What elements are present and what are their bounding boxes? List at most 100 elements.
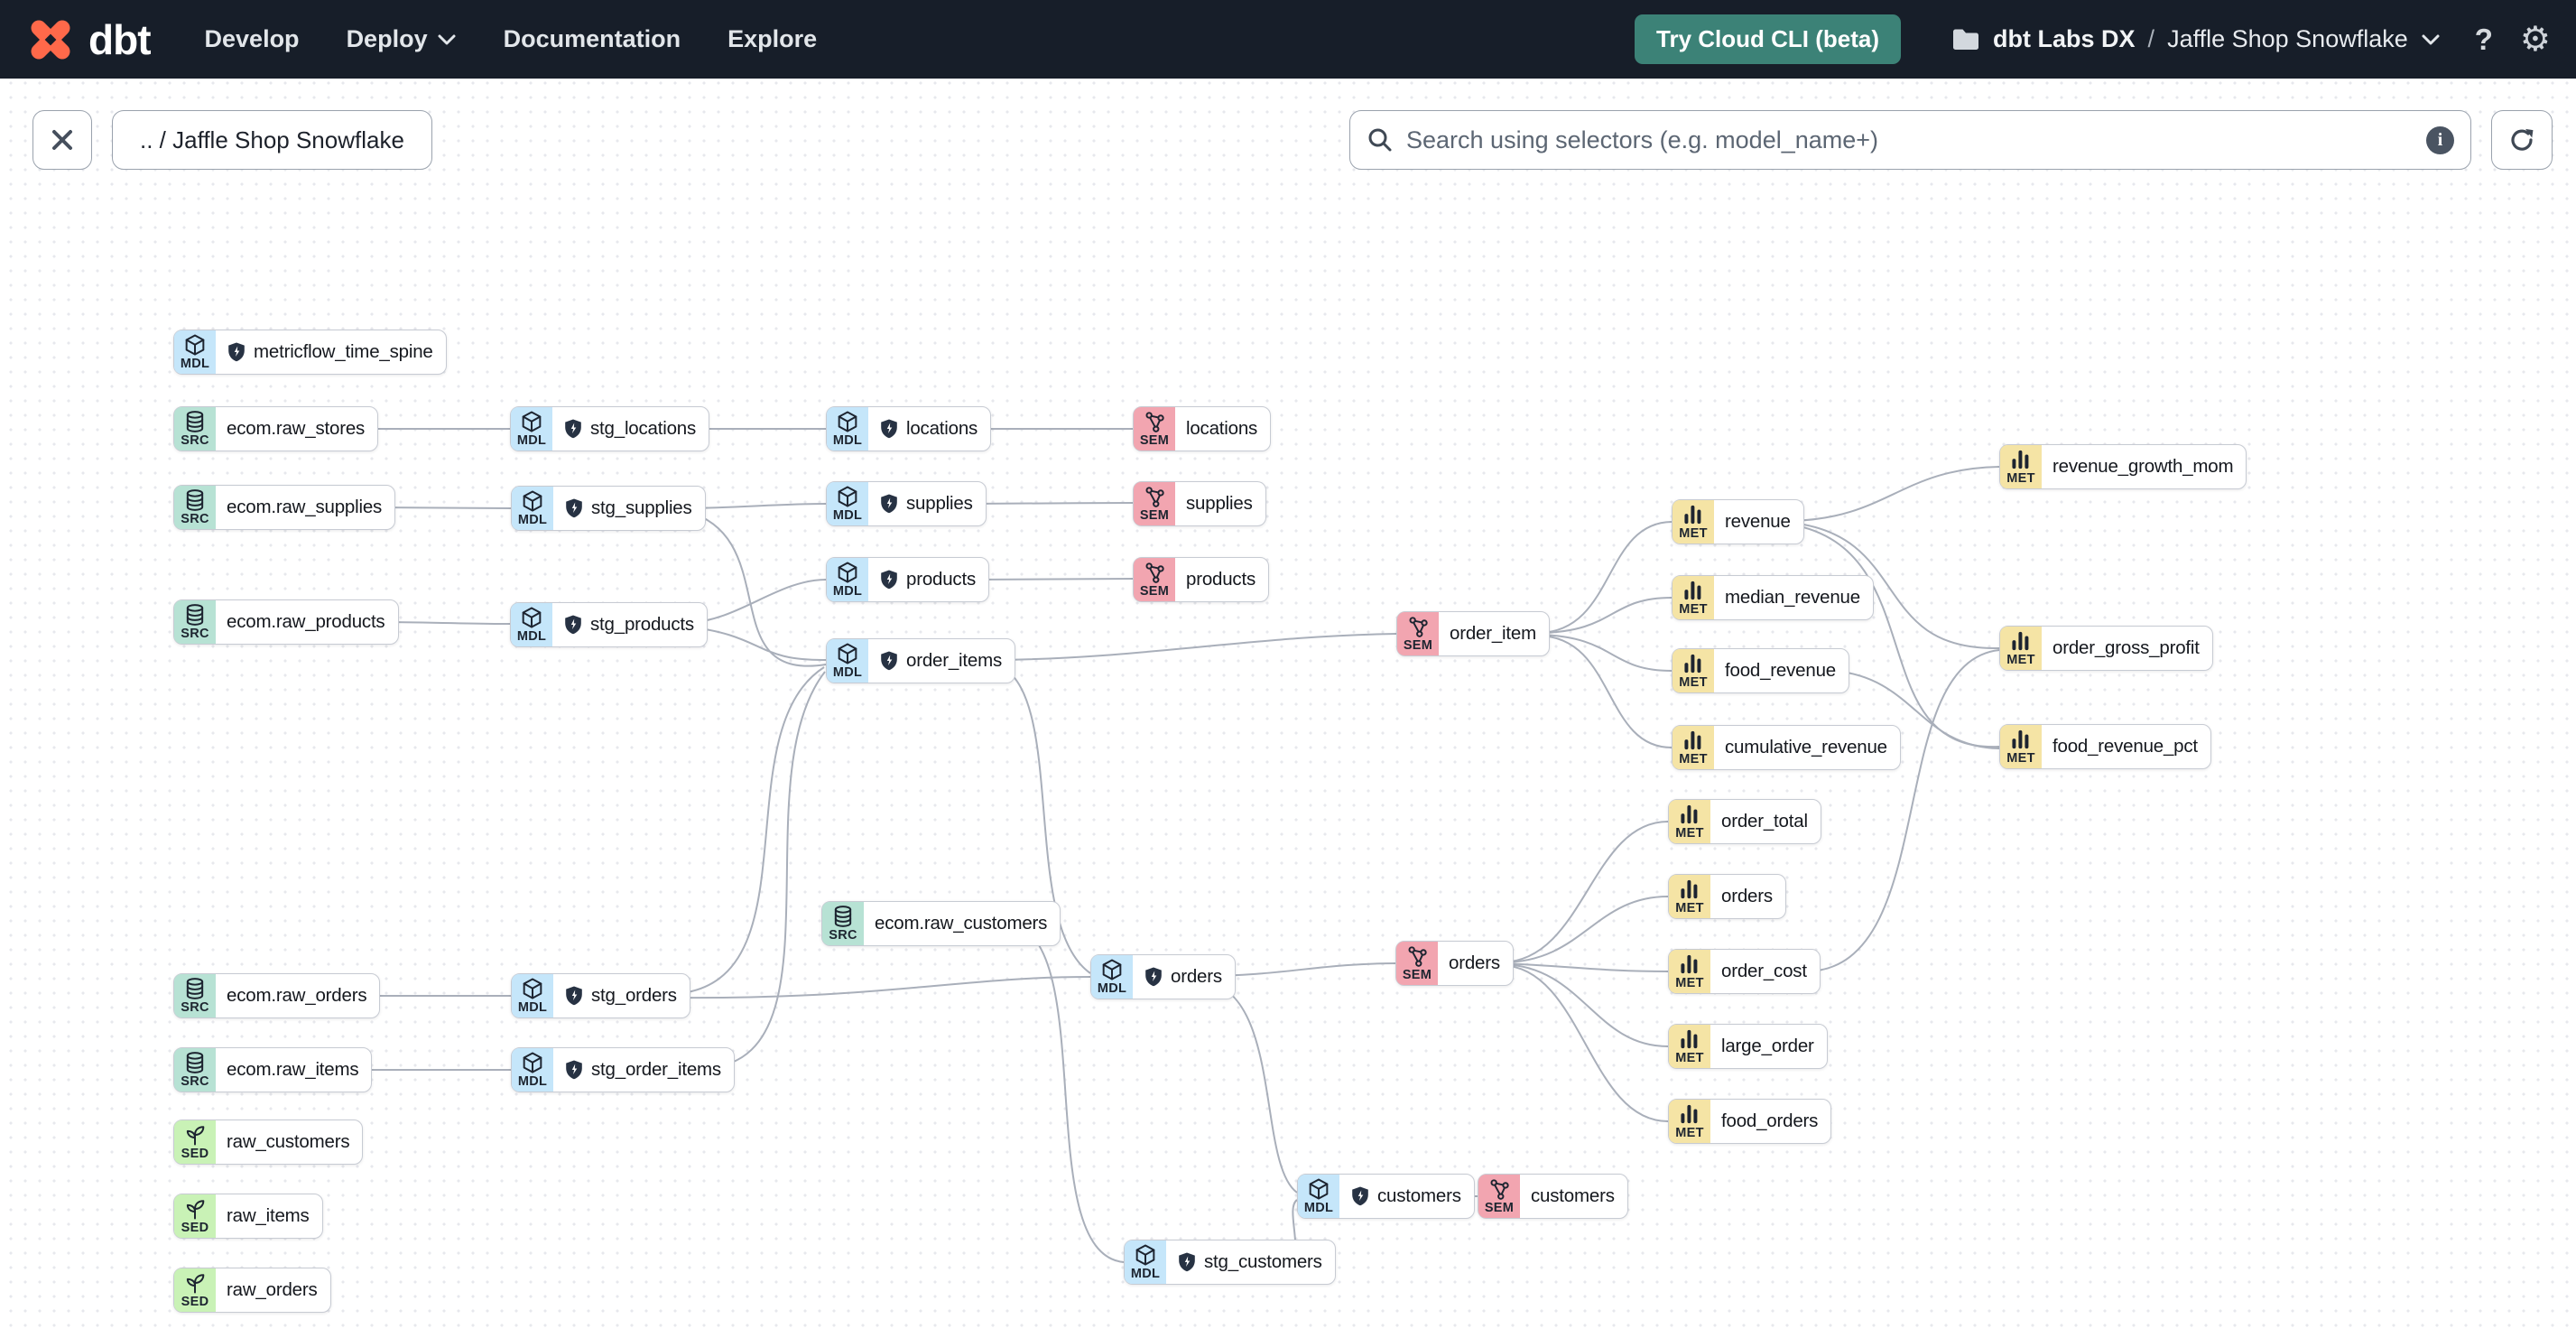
database-icon: [186, 1052, 204, 1073]
workspace-switcher[interactable]: dbt Labs DX / Jaffle Shop Snowflake: [1951, 25, 2441, 53]
refresh-button[interactable]: [2491, 110, 2553, 170]
node-body: ecom.raw_products: [216, 600, 398, 644]
folder-icon: [1953, 29, 1979, 50]
node-type-badge: MET: [1675, 1051, 1704, 1066]
nav-link-explore[interactable]: Explore: [727, 25, 818, 52]
database-icon: [186, 411, 204, 432]
node-type-badge: SRC: [181, 1000, 209, 1016]
node-type-block: SRC: [174, 974, 216, 1017]
workspace-separator: /: [2147, 25, 2155, 52]
graph-node-products_mdl[interactable]: MDL products: [826, 557, 990, 602]
node-body: order_cost: [1710, 950, 1820, 993]
breadcrumb[interactable]: .. / Jaffle Shop Snowflake: [112, 110, 432, 170]
graph-node-stg_customers[interactable]: MDL stg_customers: [1124, 1240, 1336, 1285]
help-icon[interactable]: ?: [2474, 22, 2493, 56]
gear-icon[interactable]: ⚙: [2519, 20, 2551, 59]
node-label: orders: [1449, 952, 1500, 973]
lineage-edge: [971, 578, 1134, 581]
node-body: supplies: [868, 482, 986, 525]
search-input[interactable]: [1404, 125, 2415, 155]
dbt-logo[interactable]: dbt: [25, 14, 152, 65]
node-type-badge: MET: [1675, 826, 1704, 841]
node-body: metricflow_time_spine: [216, 330, 446, 374]
model-cube-icon: [1102, 959, 1122, 980]
graph-node-large_order[interactable]: MET large_order: [1668, 1024, 1828, 1069]
info-icon[interactable]: i: [2426, 125, 2454, 154]
chevron-down-icon: [2422, 34, 2440, 44]
node-label: stg_customers: [1204, 1251, 1322, 1272]
graph-node-ecom_raw_orders[interactable]: SRC ecom.raw_orders: [173, 973, 381, 1018]
node-label: customers: [1377, 1185, 1461, 1206]
nav-link-deploy[interactable]: Deploy: [347, 25, 457, 53]
node-label: products: [906, 569, 977, 590]
graph-node-ecom_raw_products[interactable]: SRC ecom.raw_products: [173, 599, 399, 645]
close-button[interactable]: [32, 110, 92, 170]
model-cube-icon: [523, 1052, 542, 1073]
lineage-edge: [705, 671, 826, 1069]
node-type-badge: SRC: [181, 627, 209, 642]
semantic-model-icon: [1408, 946, 1427, 967]
node-type-block: MDL: [827, 558, 868, 601]
node-label: revenue_growth_mom: [2052, 456, 2234, 477]
try-cloud-cli-button[interactable]: Try Cloud CLI (beta): [1635, 14, 1902, 64]
node-type-block: MET: [1673, 576, 1714, 619]
node-type-badge: MET: [2006, 751, 2035, 767]
nav-link-develop[interactable]: Develop: [204, 25, 300, 52]
search-bar[interactable]: i: [1349, 110, 2471, 170]
node-type-badge: MDL: [516, 433, 547, 449]
nav-link-documentation[interactable]: Documentation: [503, 25, 681, 52]
node-type-block: MDL: [1125, 1240, 1166, 1284]
node-body: ecom.raw_orders: [216, 974, 379, 1017]
shield-lock-icon: [1145, 967, 1162, 987]
database-icon: [186, 978, 204, 999]
node-body: raw_orders: [216, 1268, 330, 1312]
node-body: customers: [1520, 1175, 1627, 1218]
node-type-block: SRC: [174, 600, 216, 644]
node-label: stg_orders: [591, 985, 677, 1006]
node-body: large_order: [1710, 1025, 1827, 1068]
node-type-badge: MET: [1675, 1126, 1704, 1141]
node-type-block: SRC: [822, 902, 864, 945]
node-type-block: MET: [1669, 1100, 1710, 1143]
shield-lock-icon: [1179, 1252, 1195, 1272]
node-body: orders: [1438, 942, 1513, 985]
node-type-block: SEM: [1134, 482, 1175, 525]
seed-sprout-icon: [186, 1200, 205, 1220]
